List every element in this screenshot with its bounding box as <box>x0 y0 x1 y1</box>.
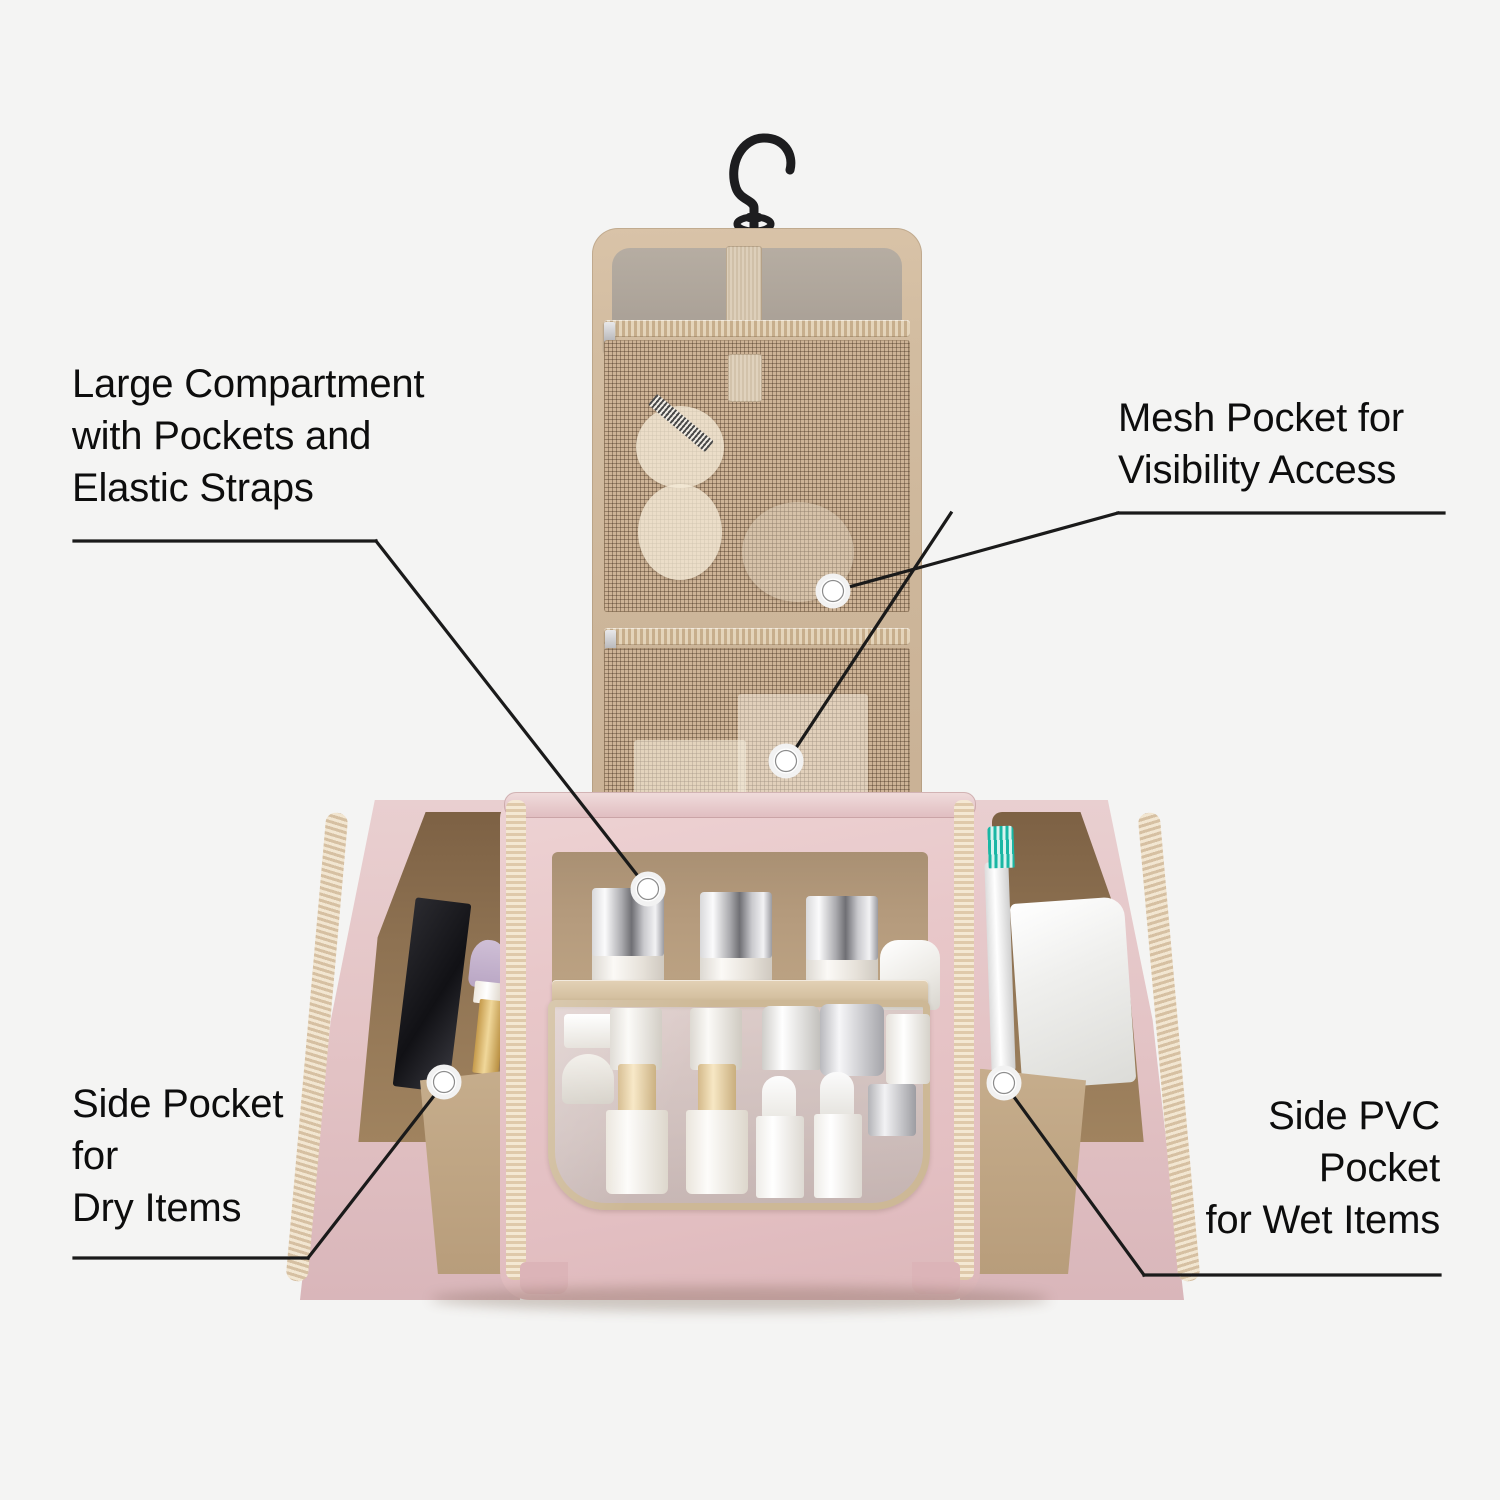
main-zipper-left <box>506 800 526 1280</box>
folded-towel <box>1009 896 1137 1090</box>
upper-mesh-zipper <box>604 320 910 337</box>
callout-side-pocket-wet: Side PVC Pocket for Wet Items <box>1205 1094 1441 1242</box>
strap-bottle-cap-3 <box>806 896 878 960</box>
main-zipper-top <box>504 792 976 818</box>
upper-zipper-pull <box>604 322 615 352</box>
clear-pvc-window <box>548 1000 930 1210</box>
drop-shadow <box>430 1286 1050 1312</box>
hanger-webbing-strap <box>726 246 762 334</box>
callout-side-pocket-dry: Side Pocket for Dry Items <box>72 1082 284 1230</box>
bag-foot-left <box>520 1262 568 1294</box>
strap-bottle-cap-1 <box>592 888 664 956</box>
callout-mesh-pocket: Mesh Pocket for Visibility Access <box>1118 396 1405 492</box>
strap-bottle-cap-2 <box>700 892 772 958</box>
lower-mesh-zipper <box>604 628 910 645</box>
mesh-item-puff <box>638 484 722 580</box>
main-zipper-right <box>954 800 974 1280</box>
right-wing-pocket <box>974 1068 1086 1274</box>
hanger-hook-icon <box>694 104 814 237</box>
velcro-tab <box>728 354 762 402</box>
mesh-item-pad <box>742 502 854 602</box>
toothbrush-bristles <box>987 825 1015 869</box>
mesh-item-card <box>634 740 746 802</box>
bag-foot-right <box>912 1262 960 1294</box>
callout-large-compartment: Large Compartment with Pockets and Elast… <box>72 362 425 510</box>
